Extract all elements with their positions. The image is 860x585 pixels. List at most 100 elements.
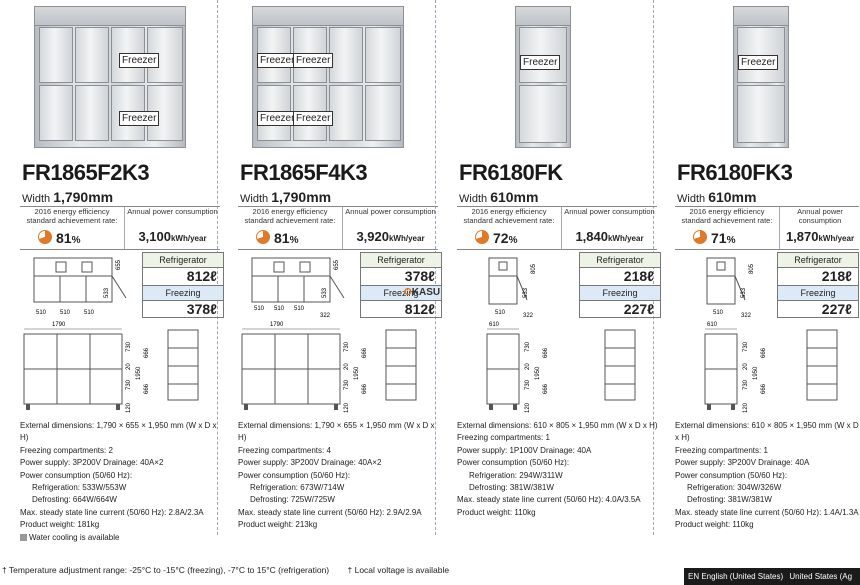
dimension-label: 655	[334, 259, 340, 270]
efficiency-value: 72	[493, 230, 509, 246]
watermark-logo: OKASU	[404, 287, 441, 298]
annual-power-label: Annual power consumption	[564, 207, 655, 216]
dimension-label: 805	[531, 263, 537, 274]
dimension-label: 20	[344, 363, 350, 370]
dimension-label: 610	[489, 322, 500, 328]
front-view-drawing: 610 730 20 730 1950 666 666 120	[486, 322, 549, 413]
dimension-label: 730	[525, 379, 531, 390]
dimension-label: 1790	[270, 322, 284, 328]
freezer-label: Freezer	[738, 55, 779, 70]
language-indicator[interactable]: EN English (United States)	[688, 572, 784, 581]
front-view-drawing: 1790 730 20 730 1950 666 666 120	[23, 322, 150, 413]
dimension-label: 805	[749, 263, 755, 274]
dimension-label: 510	[36, 310, 47, 316]
freezer-label: Freezer	[520, 55, 561, 70]
width-spec: Width 610mm	[459, 189, 539, 205]
top-view-drawing: 510 805 533 322	[488, 257, 537, 319]
efficiency-label: 2016 energy efficiency standard achievem…	[244, 207, 336, 225]
capacity-table: Refrigerator 218ℓ Freezing 227ℓ	[579, 252, 661, 318]
dimension-label: 1950	[354, 366, 360, 380]
side-view-drawing	[385, 329, 417, 401]
capacity-table: Refrigerator 378ℓ Freezing 812ℓ	[360, 252, 442, 318]
annual-power-value: 1,870	[785, 229, 819, 244]
front-view-drawing: 610 730 20 730 1950 666 666 120	[704, 322, 767, 413]
side-view-drawing	[604, 329, 636, 401]
width-spec: Width 610mm	[677, 189, 757, 205]
dimension-label: 730	[126, 341, 132, 352]
dimension-label: 666	[761, 347, 767, 358]
dimension-label: 533	[104, 287, 110, 298]
footnotes: † Temperature adjustment range: -25°C to…	[2, 565, 465, 575]
model-name: FR1865F4K3	[240, 160, 368, 185]
dimension-label: 666	[761, 383, 767, 394]
freezing-capacity-label: Freezing	[143, 286, 223, 301]
dimension-label: 610	[707, 322, 718, 328]
efficiency-value: 81	[274, 230, 290, 246]
refrigerator-capacity-value: 218ℓ	[580, 268, 660, 286]
freezing-capacity-label: Freezing	[580, 286, 660, 301]
dimension-label: 510	[495, 310, 506, 316]
efficiency-gauge-icon	[475, 230, 489, 244]
product-column: Freezer Freezer FR1865F2K3 Width 1,790mm…	[18, 0, 224, 560]
annual-power-label: Annual power consumption	[345, 207, 436, 216]
dimension-label: 533	[523, 287, 529, 298]
region-indicator[interactable]: United States (Ag	[789, 572, 853, 581]
energy-table: 2016 energy efficiency standard achievem…	[20, 206, 220, 250]
spec-list: External dimensions: 1,790 × 655 × 1,950…	[20, 421, 217, 542]
dimension-label: 730	[126, 379, 132, 390]
freezer-label: Freezer	[293, 53, 334, 68]
dimension-label: 730	[743, 379, 749, 390]
dimension-label: 666	[543, 383, 549, 394]
refrigerator-capacity-label: Refrigerator	[580, 253, 660, 268]
dimension-label: 666	[362, 347, 368, 358]
dimension-label: 533	[741, 287, 747, 298]
model-name: FR1865F2K3	[22, 160, 150, 185]
dimension-label: 120	[344, 402, 350, 413]
refrigerator-capacity-label: Refrigerator	[143, 253, 223, 268]
freezing-capacity-value: 227ℓ	[623, 301, 654, 317]
dimension-label: 510	[713, 310, 724, 316]
dimension-label: 20	[525, 363, 531, 370]
refrigerator-capacity-label: Refrigerator	[361, 253, 441, 268]
dimension-label: 322	[320, 313, 331, 319]
water-cooling-icon	[20, 533, 27, 541]
product-photo: Freezer Freezer	[34, 6, 186, 148]
dimension-label: 510	[274, 306, 285, 312]
freezing-capacity-value: 378ℓ	[186, 301, 217, 317]
freezing-capacity-value: 812ℓ	[404, 301, 435, 317]
annual-power-label: Annual power consumption	[127, 207, 218, 216]
dimension-label: 1950	[535, 366, 541, 380]
dimension-label: 20	[743, 363, 749, 370]
freezing-capacity-label: Freezing	[361, 286, 441, 301]
dimension-label: 655	[116, 259, 122, 270]
efficiency-value: 81	[56, 230, 72, 246]
refrigerator-capacity-value: 378ℓ	[361, 268, 441, 286]
efficiency-label: 2016 energy efficiency standard achievem…	[463, 207, 555, 225]
dimension-label: 666	[144, 383, 150, 394]
front-view-drawing: 1790 730 20 730 1950 666 666 120	[241, 322, 368, 413]
spec-list: External dimensions: 610 × 805 × 1,950 m…	[457, 421, 658, 517]
dimension-label: 120	[743, 402, 749, 413]
efficiency-gauge-icon	[256, 230, 270, 244]
dimension-label: 120	[525, 402, 531, 413]
energy-table: 2016 energy efficiency standard achievem…	[457, 206, 657, 250]
side-view-drawing	[806, 329, 838, 401]
footnote-voltage: † Local voltage is available	[347, 565, 450, 575]
capacity-table: Refrigerator 218ℓ Freezing 227ℓ	[777, 252, 859, 318]
dimension-label: 730	[344, 379, 350, 390]
freezer-label: Freezer	[293, 111, 334, 126]
model-name: FR6180FK	[459, 160, 563, 185]
efficiency-gauge-icon	[38, 230, 52, 244]
dimension-label: 730	[525, 341, 531, 352]
dimension-label: 120	[126, 402, 132, 413]
dimension-label: 1950	[753, 366, 759, 380]
spec-list: External dimensions: 1,790 × 655 × 1,950…	[238, 421, 435, 530]
dimension-label: 666	[144, 347, 150, 358]
product-column: Freezer FR6180FK3 Width 610mm 2016 energ…	[673, 0, 860, 560]
freezing-capacity-value: 227ℓ	[821, 301, 852, 317]
spec-list: External dimensions: 610 × 805 × 1,950 m…	[675, 421, 859, 530]
width-spec: Width 1,790mm	[240, 189, 332, 205]
product-photo: Freezer Freezer Freezer Freezer	[252, 6, 404, 148]
dimension-label: 510	[254, 306, 265, 312]
freezer-label: Freezer	[257, 53, 298, 68]
